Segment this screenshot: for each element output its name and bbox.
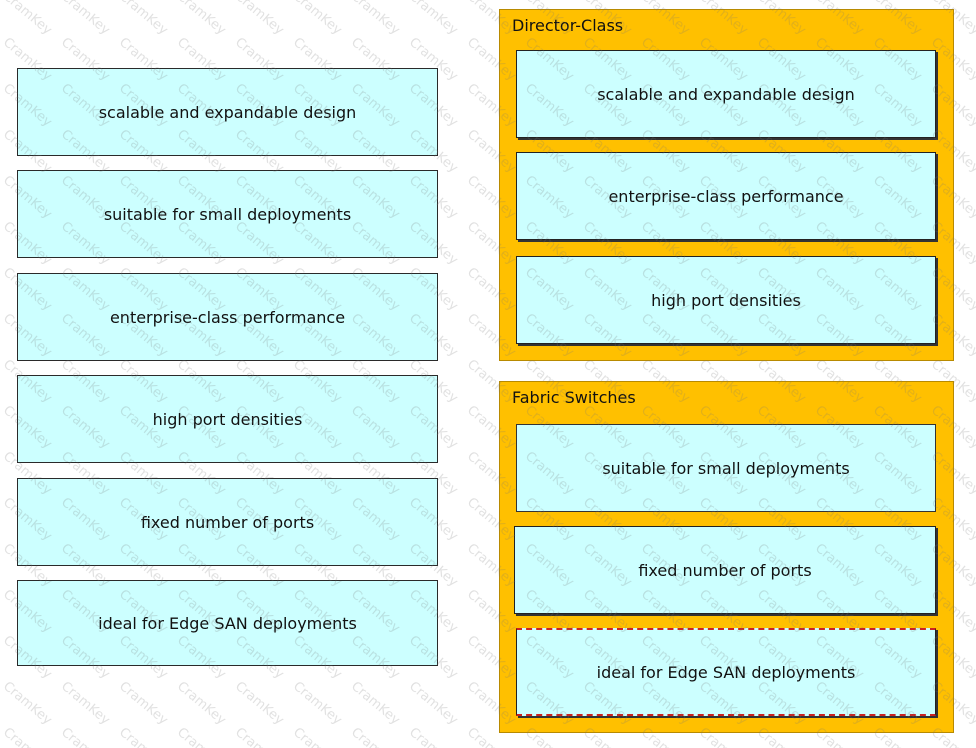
placed-item[interactable]: scalable and expandable design <box>516 50 936 138</box>
watermark-text: CramKey <box>58 0 113 39</box>
watermark-text: CramKey <box>290 725 345 748</box>
drop-zone-director-class[interactable]: Director-Class scalable and expandable d… <box>499 9 954 361</box>
watermark-text: CramKey <box>348 725 403 748</box>
placed-item[interactable]: high port densities <box>516 256 936 344</box>
watermark-text: CramKey <box>232 0 287 39</box>
placed-item-label: high port densities <box>651 290 801 310</box>
watermark-text: CramKey <box>116 725 171 748</box>
source-item-high-port-densities[interactable]: high port densities <box>17 375 438 463</box>
watermark-text: CramKey <box>116 678 171 729</box>
placed-item[interactable]: enterprise-class performance <box>516 152 936 240</box>
watermark-text: CramKey <box>58 725 113 748</box>
source-item-label: scalable and expandable design <box>98 102 357 122</box>
watermark-text: CramKey <box>406 725 461 748</box>
watermark-text: CramKey <box>58 678 113 729</box>
watermark-text: CramKey <box>348 0 403 39</box>
source-item-label: fixed number of ports <box>140 512 315 532</box>
zone-title: Fabric Switches <box>512 388 636 407</box>
source-item-label: suitable for small deployments <box>103 204 352 224</box>
placed-item-label: ideal for Edge SAN deployments <box>596 662 856 682</box>
source-item-label: enterprise-class performance <box>109 307 346 327</box>
source-item-small-deployments[interactable]: suitable for small deployments <box>17 170 438 258</box>
watermark-text: CramKey <box>0 725 55 748</box>
watermark-text: CramKey <box>348 678 403 729</box>
watermark-text: CramKey <box>406 678 461 729</box>
watermark-text: CramKey <box>290 678 345 729</box>
watermark-text: CramKey <box>0 678 55 729</box>
watermark-text: CramKey <box>174 678 229 729</box>
source-item-label: ideal for Edge SAN deployments <box>98 613 357 633</box>
watermark-text: CramKey <box>174 725 229 748</box>
placed-item-label: scalable and expandable design <box>597 84 855 104</box>
placed-item-label: enterprise-class performance <box>608 186 844 206</box>
source-item-fixed-ports[interactable]: fixed number of ports <box>17 478 438 566</box>
placed-item-label: suitable for small deployments <box>602 458 850 478</box>
source-item-label: high port densities <box>152 409 303 429</box>
placed-item-label: fixed number of ports <box>638 560 812 580</box>
watermark-text: CramKey <box>290 0 345 39</box>
watermark-text: CramKey <box>0 0 55 39</box>
placed-item[interactable]: ideal for Edge SAN deployments <box>516 628 936 716</box>
source-item-enterprise-performance[interactable]: enterprise-class performance <box>17 273 438 361</box>
zone-title: Director-Class <box>512 16 624 35</box>
placed-item[interactable]: fixed number of ports <box>514 526 936 614</box>
watermark-text: CramKey <box>116 0 171 39</box>
source-item-edge-san[interactable]: ideal for Edge SAN deployments <box>17 580 438 666</box>
watermark-text: CramKey <box>232 725 287 748</box>
placed-item[interactable]: suitable for small deployments <box>516 424 936 512</box>
watermark-text: CramKey <box>232 678 287 729</box>
source-item-scalable-design[interactable]: scalable and expandable design <box>17 68 438 156</box>
watermark-text: CramKey <box>174 0 229 39</box>
drop-zone-fabric-switches[interactable]: Fabric Switches suitable for small deplo… <box>499 381 954 733</box>
watermark-text: CramKey <box>406 0 461 39</box>
